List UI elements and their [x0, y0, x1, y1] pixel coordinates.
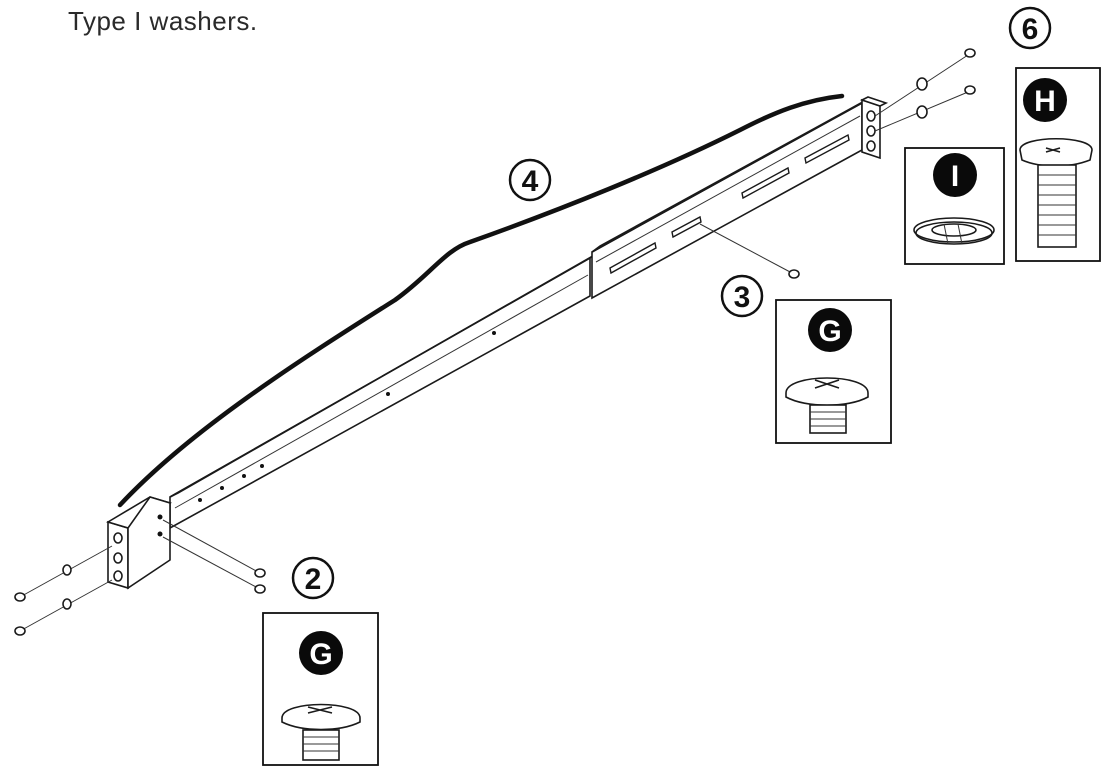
- part-i-letter: I: [951, 160, 959, 193]
- rail-rear-section: [169, 252, 599, 530]
- step-6-number: 6: [1022, 13, 1039, 46]
- step3-screw: [699, 223, 800, 279]
- part-g-left-callout: G: [262, 612, 379, 766]
- part-g-left-letter: G: [309, 638, 332, 671]
- part-h-letter: H: [1034, 85, 1056, 118]
- step-2-number: 2: [305, 563, 322, 596]
- rear-bracket-screws: [14, 545, 113, 636]
- part-g-mid-callout: G: [775, 299, 892, 444]
- part-g-mid-letter: G: [818, 315, 841, 348]
- step-3-label: 3: [720, 274, 764, 318]
- step-4-number: 4: [522, 165, 539, 198]
- rear-bracket: [106, 496, 172, 590]
- step-3-number: 3: [734, 281, 751, 314]
- step-2-label: 2: [291, 556, 335, 600]
- screw-icon: [281, 703, 361, 761]
- screw-icon: [785, 377, 869, 434]
- front-bracket-screws: [874, 48, 976, 132]
- screw-icon: [1019, 138, 1093, 248]
- part-i-callout: I: [904, 147, 1005, 265]
- step-4-label: 4: [508, 158, 552, 202]
- front-bracket: [859, 96, 889, 160]
- caption: Type I washers.: [68, 6, 258, 36]
- washer-icon: [913, 217, 995, 245]
- cable: [117, 93, 845, 508]
- step-6-label: 6: [1008, 6, 1052, 50]
- part-h-callout: H: [1015, 67, 1101, 262]
- step2-screws: [162, 519, 266, 594]
- rail-front-section: [591, 97, 871, 300]
